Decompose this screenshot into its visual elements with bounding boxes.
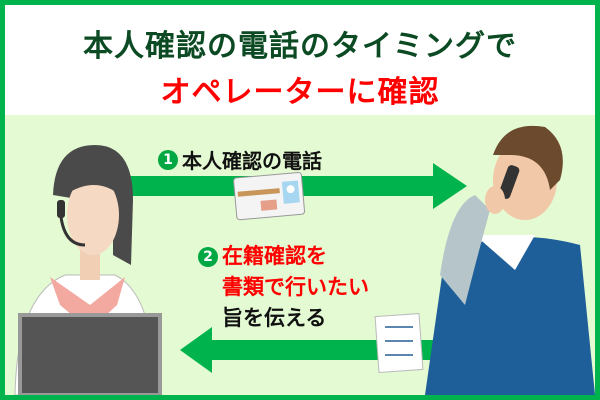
step-1-number-badge: 1 [158, 149, 178, 170]
header: 本人確認の電話のタイミングで オペレーターに確認 [5, 5, 595, 115]
customer-illustration [425, 125, 595, 395]
id-card-icon [233, 171, 306, 221]
illustration [14, 125, 595, 395]
step-1-label: 1 本人確認の電話 [158, 145, 322, 174]
step-2-line-2: 書類で行いたい [222, 275, 369, 299]
title-line-1: 本人確認の電話のタイミングで [83, 29, 517, 64]
operator-illustration [14, 145, 162, 395]
title-line-2: オペレーターに確認 [160, 75, 440, 110]
step-2-line-3: 旨を伝える [222, 306, 327, 330]
step-2-number-badge: 2 [198, 246, 218, 267]
step-1-text: 本人確認の電話 [182, 149, 322, 173]
step-2-line-1: 在籍確認を [222, 244, 327, 268]
document-icon [374, 312, 424, 374]
